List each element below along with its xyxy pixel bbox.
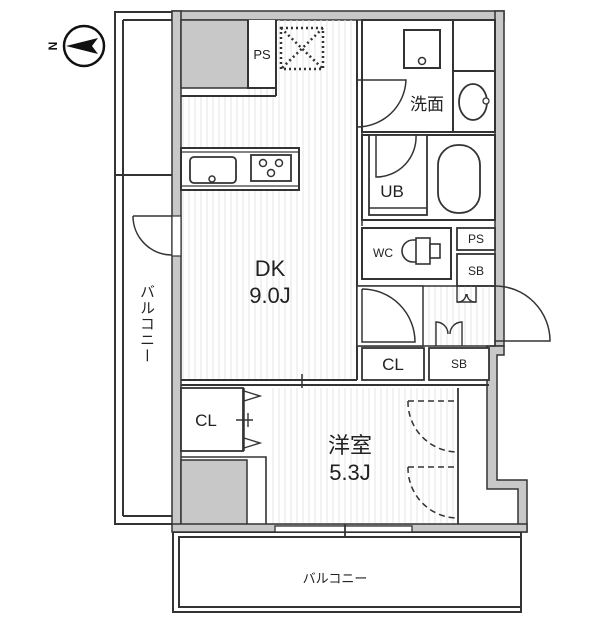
north-arrow-icon: N <box>46 24 106 68</box>
bathroom <box>361 134 496 221</box>
washroom-label: 洗面 <box>410 95 444 114</box>
bottom-balcony-label: バルコニー <box>302 571 368 586</box>
closet-entry-label: CL <box>382 355 404 374</box>
bedroom-name-label: 洋室 <box>327 433 372 458</box>
sink-icon <box>189 156 237 184</box>
washroom <box>356 19 496 133</box>
closet-bedroom-label: CL <box>195 411 217 430</box>
toilet-label: WC <box>373 246 393 260</box>
side-balcony-door <box>132 215 182 257</box>
kitchen-counter <box>180 147 300 191</box>
toilet-room <box>361 227 496 287</box>
entrance <box>356 285 551 347</box>
side-balcony-label: バルコニー <box>138 284 155 364</box>
bedroom <box>268 388 459 538</box>
side-balcony <box>114 11 174 525</box>
svg-text:N: N <box>46 42 60 51</box>
dk-size-label: 9.0J <box>249 283 291 308</box>
balcony-window <box>274 525 413 533</box>
ps-top <box>181 20 277 97</box>
hatch-icon <box>279 26 325 71</box>
ps-top-label: PS <box>253 47 271 62</box>
front-door <box>494 285 551 342</box>
ps-right-label: PS <box>467 232 484 246</box>
bedroom-closet <box>180 387 267 524</box>
bathtub-icon <box>437 144 481 214</box>
storage-row <box>361 347 490 381</box>
sb-upper-label: SB <box>467 264 484 278</box>
bath-label: UB <box>380 182 404 201</box>
bedroom-size-label: 5.3J <box>329 460 371 485</box>
sb-lower-label: SB <box>450 357 467 371</box>
dk-floor <box>181 96 356 379</box>
dk-name-label: DK <box>254 256 286 281</box>
